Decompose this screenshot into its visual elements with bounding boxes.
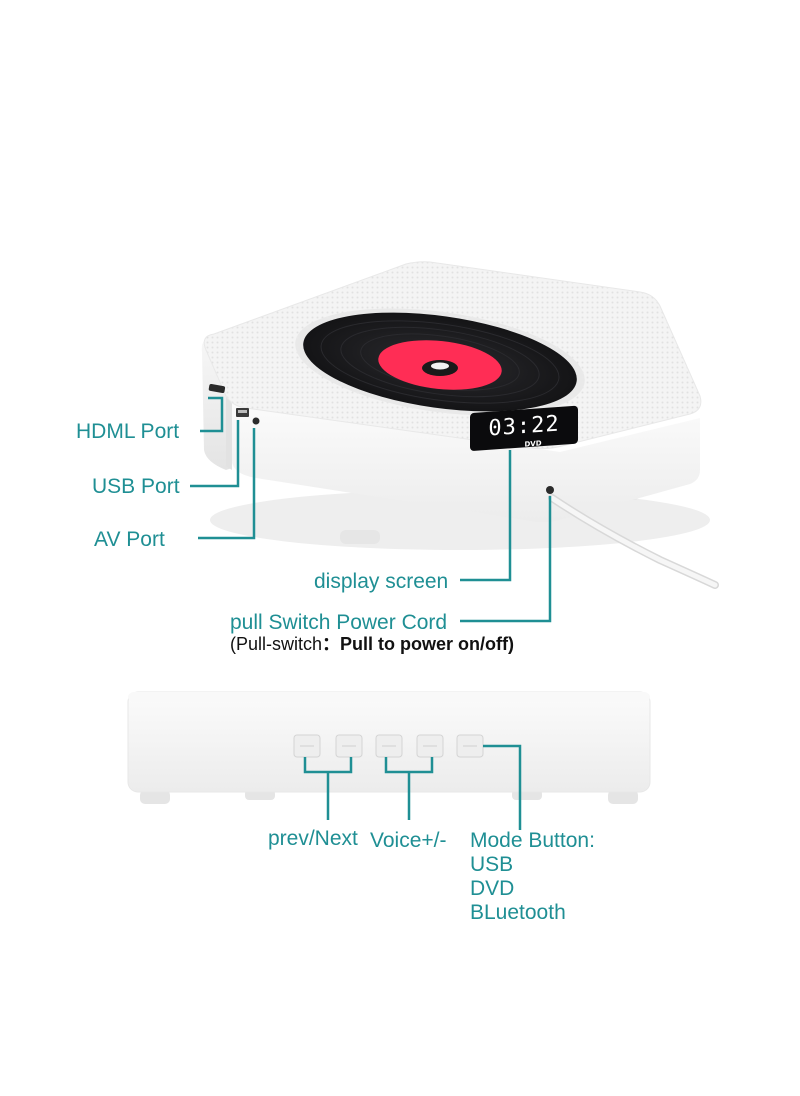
- power-note-bold: Pull to power on/off): [340, 634, 514, 654]
- prev-next-label: prev/Next: [268, 827, 358, 850]
- hdmi-port: [208, 383, 226, 394]
- callout-lines-bottom: [303, 744, 522, 830]
- hdmi-port-label: HDML Port: [76, 420, 180, 443]
- av-port-label: AV Port: [94, 528, 165, 551]
- power-jack: [546, 486, 554, 494]
- mode-option-usb: USB: [470, 853, 514, 876]
- power-note-colon: ：: [322, 634, 341, 654]
- front-buttons: [293, 734, 484, 758]
- usb-port-label: USB Port: [92, 475, 180, 498]
- display-screen: [470, 405, 578, 451]
- av-port: [252, 417, 260, 425]
- callout-lines-top: [190, 396, 552, 623]
- power-note-prefix: (Pull-switch: [230, 634, 323, 654]
- power-note: (Pull-switch：Pull to power on/off): [230, 635, 514, 653]
- device-foot: [340, 530, 380, 544]
- mode-button-label: Mode Button:: [470, 829, 595, 852]
- device-front-face: [232, 404, 700, 523]
- display-screen-label: display screen: [314, 570, 449, 593]
- power-cord-label: pull Switch Power Cord: [230, 611, 448, 634]
- voice-label: Voice+/-: [370, 829, 447, 852]
- mode-option-dvd: DVD: [470, 877, 515, 900]
- mode-option-bluetooth: BLuetooth: [470, 901, 566, 924]
